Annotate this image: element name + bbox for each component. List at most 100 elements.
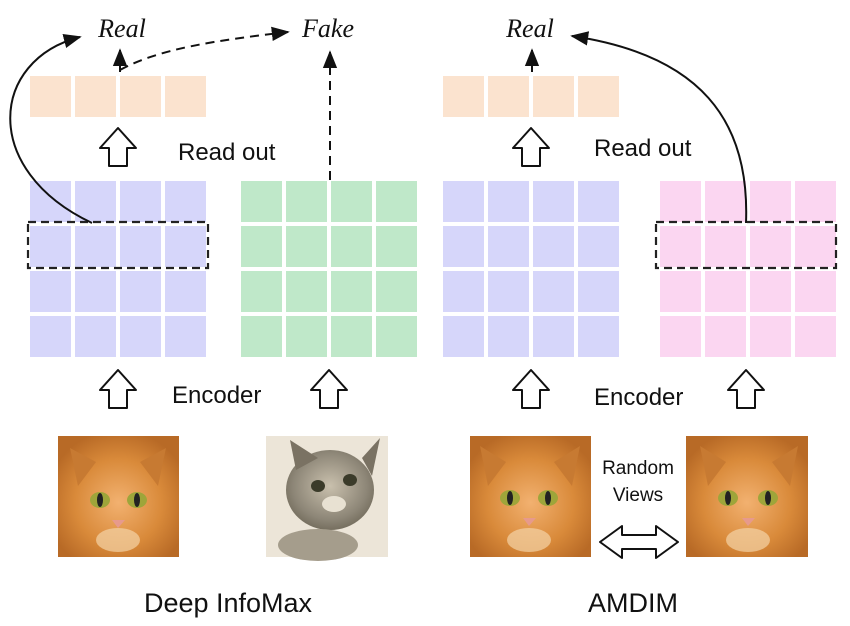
blue-right-cell [488, 226, 529, 267]
green-cell [241, 316, 282, 357]
green-cell [241, 271, 282, 312]
green-cell [241, 226, 282, 267]
pink-cell [705, 271, 746, 312]
readout-right-cell [443, 76, 484, 117]
readout-right-cell [578, 76, 619, 117]
blue-left-cell [30, 181, 71, 222]
pink-cell [660, 181, 701, 222]
blue-left-cell [165, 181, 206, 222]
green-cell [376, 316, 417, 357]
up-arrow-icon [99, 369, 137, 409]
blue-left-cell [30, 271, 71, 312]
pink-cell [795, 181, 836, 222]
blue-right-cell [488, 181, 529, 222]
readout-label-right: Read out [594, 135, 692, 162]
readout-right-cell [488, 76, 529, 117]
pink-cell [795, 316, 836, 357]
real-label-right: Real [505, 14, 554, 43]
blue-right-cell [488, 316, 529, 357]
readout-left-cell [165, 76, 206, 117]
pink-cell [795, 226, 836, 267]
blue-right-cell [578, 271, 619, 312]
fake-label: Fake [301, 14, 354, 43]
green-cell [286, 226, 327, 267]
pink-cell [660, 271, 701, 312]
green-cell [241, 181, 282, 222]
feature-grid-blue-left [30, 181, 206, 357]
blue-left-cell [120, 316, 161, 357]
green-cell [376, 181, 417, 222]
feature-grid-blue-right [443, 181, 619, 357]
pink-cell [705, 181, 746, 222]
pink-cell [660, 316, 701, 357]
caption-deep-infomax: Deep InfoMax [144, 588, 313, 618]
readout-left-cell [75, 76, 116, 117]
blue-right-cell [443, 271, 484, 312]
blue-left-cell [120, 271, 161, 312]
blue-right-cell [443, 316, 484, 357]
green-cell [331, 271, 372, 312]
blue-left-cell [120, 181, 161, 222]
green-cell [286, 316, 327, 357]
caption-amdim: AMDIM [588, 588, 678, 618]
green-cell [286, 271, 327, 312]
kitten-photo-icon [266, 436, 388, 561]
blue-right-cell [533, 271, 574, 312]
readout-label-left: Read out [178, 139, 276, 166]
green-cell [376, 271, 417, 312]
double-arrow-icon [599, 525, 679, 559]
pink-cell [795, 271, 836, 312]
cat-photo-icon [470, 436, 591, 557]
green-cell [331, 316, 372, 357]
cat-photo-icon [58, 436, 179, 557]
readout-left-cell [120, 76, 161, 117]
up-arrow-icon [512, 369, 550, 409]
blue-right-cell [443, 181, 484, 222]
random-views-label-line1: Random [602, 458, 674, 479]
random-views-label-line2: Views [613, 485, 663, 506]
green-cell [376, 226, 417, 267]
positive-pair-arrow-right [570, 31, 748, 224]
green-cell [286, 181, 327, 222]
blue-right-cell [533, 226, 574, 267]
blue-left-cell [75, 316, 116, 357]
blue-left-cell [30, 226, 71, 267]
up-arrow-icon [99, 127, 137, 167]
readout-right-cell [533, 76, 574, 117]
blue-right-cell [578, 181, 619, 222]
readout-to-fake-arrow [119, 26, 290, 71]
pink-cell [750, 271, 791, 312]
blue-left-cell [75, 181, 116, 222]
green-cell [331, 181, 372, 222]
selected-row-box-left [26, 220, 210, 270]
up-arrow-icon [512, 127, 550, 167]
pink-cell [660, 226, 701, 267]
readout-grid-right [443, 76, 619, 117]
blue-right-cell [488, 271, 529, 312]
feature-grid-green [241, 181, 417, 357]
blue-left-cell [75, 271, 116, 312]
up-arrow-icon [310, 369, 348, 409]
pink-cell [750, 316, 791, 357]
blue-right-cell [443, 226, 484, 267]
blue-right-cell [578, 226, 619, 267]
up-arrow-icon [727, 369, 765, 409]
blue-left-cell [30, 316, 71, 357]
selected-row-box-right [654, 220, 838, 270]
blue-left-cell [165, 316, 206, 357]
readout-grid-left [30, 76, 206, 117]
pink-cell [705, 316, 746, 357]
cat-photo-icon [686, 436, 808, 557]
blue-left-cell [165, 271, 206, 312]
readout-left-cell [30, 76, 71, 117]
positive-pair-arrow-left [9, 34, 93, 224]
real-label-left: Real [97, 14, 146, 43]
blue-left-cell [75, 226, 116, 267]
blue-right-cell [533, 316, 574, 357]
blue-right-cell [533, 181, 574, 222]
feature-grid-pink [660, 181, 836, 357]
pink-cell [705, 226, 746, 267]
encoder-label-right: Encoder [594, 384, 683, 411]
pink-cell [750, 181, 791, 222]
